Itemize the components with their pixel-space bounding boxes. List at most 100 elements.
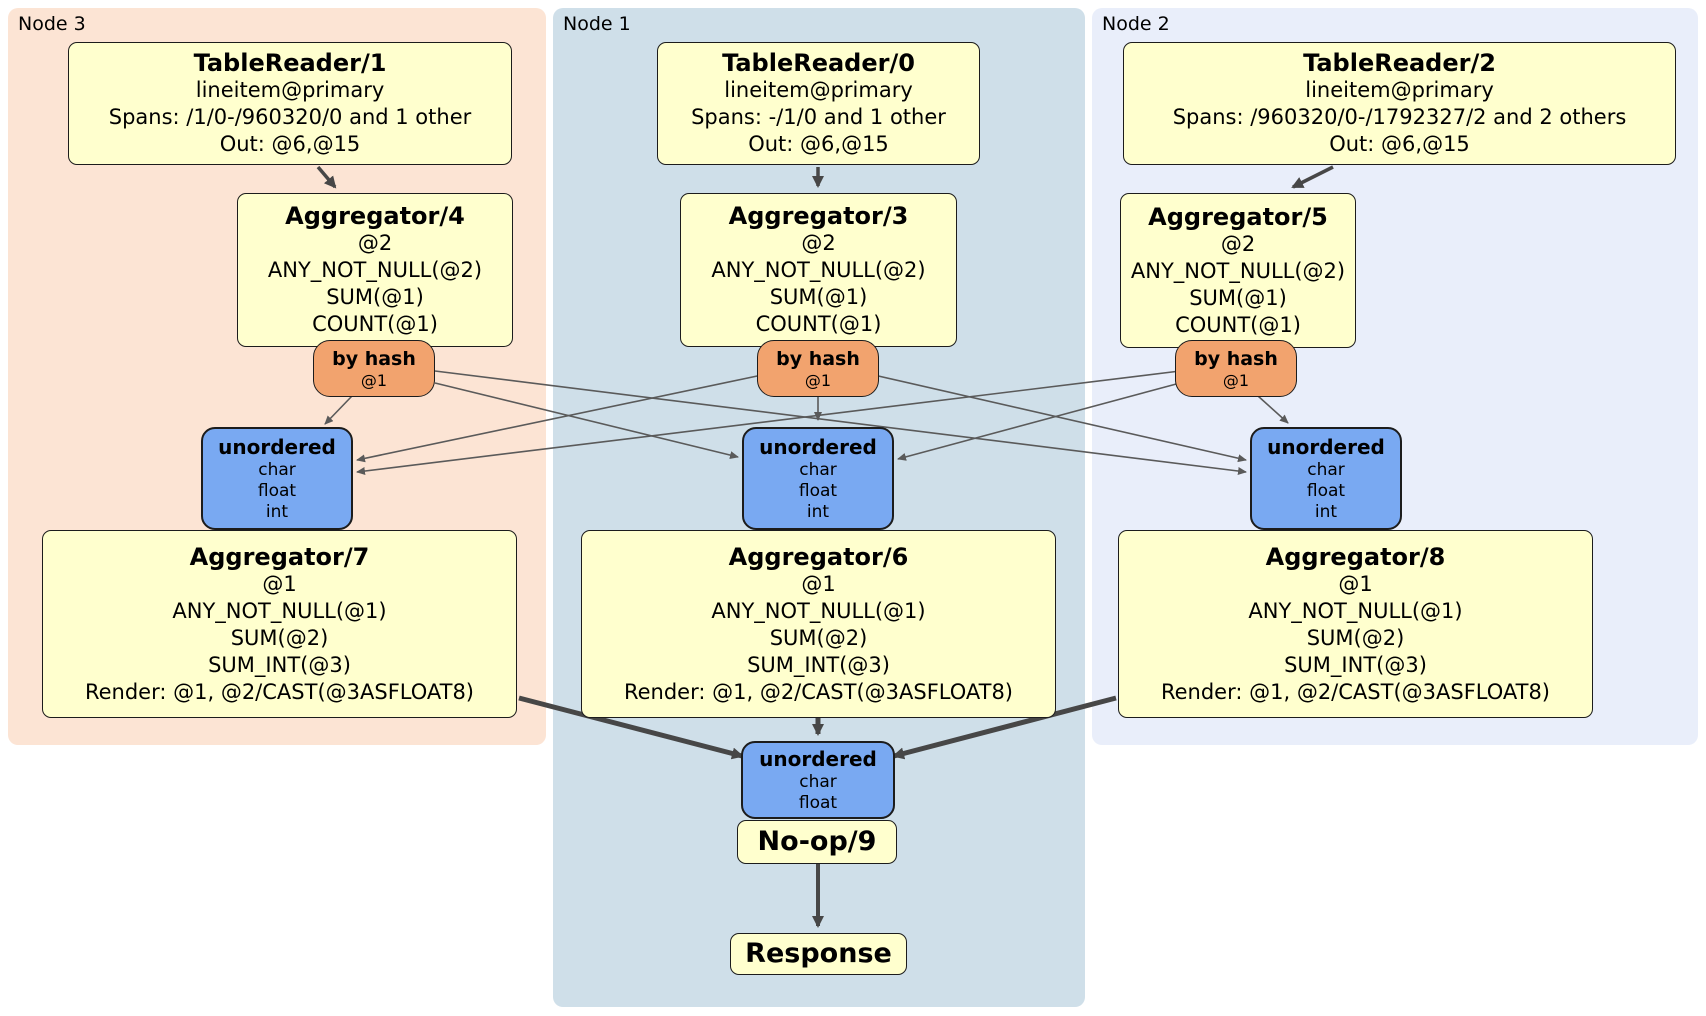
sync-column-type: float (798, 480, 838, 501)
router-by-hash-node2: by hash @1 (1175, 340, 1297, 397)
router-detail: @1 (360, 370, 388, 390)
processor-detail: ANY_NOT_NULL(@1) (172, 598, 387, 623)
edge-hash2-unordered3 (356, 370, 1181, 475)
processor-response: Response (730, 933, 907, 975)
processor-title: Aggregator/8 (1265, 542, 1446, 571)
router-by-hash-node1: by hash @1 (757, 340, 879, 397)
processor-title: Aggregator/5 (1148, 202, 1328, 231)
sync-column-type: char (799, 459, 837, 480)
processor-detail: Spans: -/1/0 and 1 other (691, 105, 946, 129)
sync-unordered-node3: unordered char float int (201, 427, 353, 530)
sync-column-type: float (1306, 480, 1346, 501)
processor-detail: SUM(@1) (326, 285, 424, 309)
processor-detail: Spans: /1/0-/960320/0 and 1 other (108, 105, 472, 129)
sync-unordered-node1: unordered char float int (742, 427, 894, 530)
processor-detail: @2 (801, 231, 836, 255)
edge-hash2-unordered1 (897, 382, 1181, 461)
router-title: by hash (332, 347, 416, 370)
processor-title: Response (745, 938, 892, 969)
sync-column-type: char (799, 771, 837, 792)
sync-title: unordered (1267, 434, 1385, 459)
sync-column-type: int (265, 501, 289, 522)
sync-column-type: int (1314, 501, 1338, 522)
processor-detail: Spans: /960320/0-/1792327/2 and 2 others (1172, 105, 1627, 129)
processor-title: TableReader/2 (1303, 49, 1496, 77)
processor-detail: SUM_INT(@3) (1284, 652, 1427, 677)
processor-detail: ANY_NOT_NULL(@2) (1130, 258, 1346, 283)
processor-aggregator-5: Aggregator/5 @2 ANY_NOT_NULL(@2) SUM(@1)… (1120, 193, 1356, 348)
panel-node2-label: Node 2 (1102, 13, 1170, 35)
processor-detail: @1 (801, 571, 836, 596)
processor-tablereader-0: TableReader/0 lineitem@primary Spans: -/… (657, 42, 980, 165)
sync-title: unordered (759, 434, 877, 459)
processor-aggregator-7: Aggregator/7 @1 ANY_NOT_NULL(@1) SUM(@2)… (42, 530, 517, 718)
edge-hash1-unordered3 (356, 374, 763, 463)
processor-detail: ANY_NOT_NULL(@2) (267, 258, 483, 282)
processor-detail: lineitem@primary (724, 78, 913, 102)
processor-detail: Out: @6,@15 (1329, 132, 1470, 156)
processor-detail: @2 (357, 231, 393, 255)
processor-detail: ANY_NOT_NULL(@1) (711, 598, 926, 623)
router-by-hash-node3: by hash @1 (313, 340, 435, 397)
processor-aggregator-6: Aggregator/6 @1 ANY_NOT_NULL(@1) SUM(@2)… (581, 530, 1056, 718)
processor-title: Aggregator/3 (728, 202, 909, 230)
processor-detail: COUNT(@1) (1175, 312, 1301, 337)
processor-detail: SUM(@1) (769, 285, 868, 309)
processor-detail: lineitem@primary (195, 78, 385, 102)
sync-unordered-node2: unordered char float int (1250, 427, 1402, 530)
panel-node1-label: Node 1 (563, 13, 631, 35)
edge-hash3-unordered2 (434, 370, 1247, 475)
processor-title: No-op/9 (757, 826, 877, 857)
sync-column-type: char (258, 459, 296, 480)
edge-aggregator7-final-sync (518, 695, 744, 760)
processor-tablereader-2: TableReader/2 lineitem@primary Spans: /9… (1123, 42, 1676, 165)
processor-noop-9: No-op/9 (737, 820, 897, 864)
edge-hash3-unordered3 (324, 395, 353, 425)
processor-detail: SUM_INT(@3) (747, 652, 890, 677)
router-detail: @1 (804, 370, 832, 390)
router-title: by hash (776, 347, 860, 370)
processor-title: TableReader/0 (722, 49, 915, 77)
panel-node3-label: Node 3 (18, 13, 86, 35)
processor-detail: Render: @1, @2/CAST(@3ASFLOAT8) (1160, 679, 1551, 704)
processor-detail: @1 (1338, 571, 1373, 596)
router-title: by hash (1194, 347, 1278, 370)
processor-title: TableReader/1 (193, 49, 387, 77)
processor-detail: Out: @6,@15 (748, 132, 889, 156)
processor-title: Aggregator/7 (189, 542, 370, 571)
processor-detail: Render: @1, @2/CAST(@3ASFLOAT8) (84, 679, 475, 704)
sync-title: unordered (218, 434, 336, 459)
sync-title: unordered (759, 746, 877, 771)
sync-column-type: char (1307, 459, 1345, 480)
processor-detail: SUM_INT(@3) (208, 652, 351, 677)
processor-detail: @1 (262, 571, 297, 596)
processor-detail: SUM(@2) (230, 625, 329, 650)
sync-column-type: float (257, 480, 297, 501)
edge-hash2-unordered2 (1257, 395, 1289, 424)
edge-hash3-unordered1 (434, 382, 739, 459)
processor-tablereader-1: TableReader/1 lineitem@primary Spans: /1… (68, 42, 512, 165)
processor-aggregator-4: Aggregator/4 @2 ANY_NOT_NULL(@2) SUM(@1)… (237, 193, 513, 347)
processor-detail: lineitem@primary (1305, 78, 1494, 102)
processor-title: Aggregator/6 (728, 542, 909, 571)
router-detail: @1 (1222, 370, 1250, 390)
processor-detail: @2 (1220, 231, 1256, 256)
processor-detail: ANY_NOT_NULL(@1) (1248, 598, 1463, 623)
sync-column-type: int (806, 501, 830, 522)
processor-detail: SUM(@2) (769, 625, 868, 650)
sync-column-type: float (798, 792, 838, 813)
processor-detail: COUNT(@1) (755, 312, 882, 336)
edge-hash1-unordered2 (873, 374, 1247, 463)
processor-title: Aggregator/4 (285, 202, 465, 230)
processor-aggregator-3: Aggregator/3 @2 ANY_NOT_NULL(@2) SUM(@1)… (680, 193, 957, 347)
processor-detail: SUM(@2) (1306, 625, 1405, 650)
processor-aggregator-8: Aggregator/8 @1 ANY_NOT_NULL(@1) SUM(@2)… (1118, 530, 1593, 718)
edge-tablereader1-aggregator4 (316, 165, 337, 189)
processor-detail: COUNT(@1) (312, 312, 438, 336)
processor-detail: SUM(@1) (1189, 285, 1287, 310)
sync-unordered-final: unordered char float (741, 741, 895, 819)
edge-aggregator8-final-sync (892, 695, 1117, 760)
processor-detail: Render: @1, @2/CAST(@3ASFLOAT8) (623, 679, 1014, 704)
